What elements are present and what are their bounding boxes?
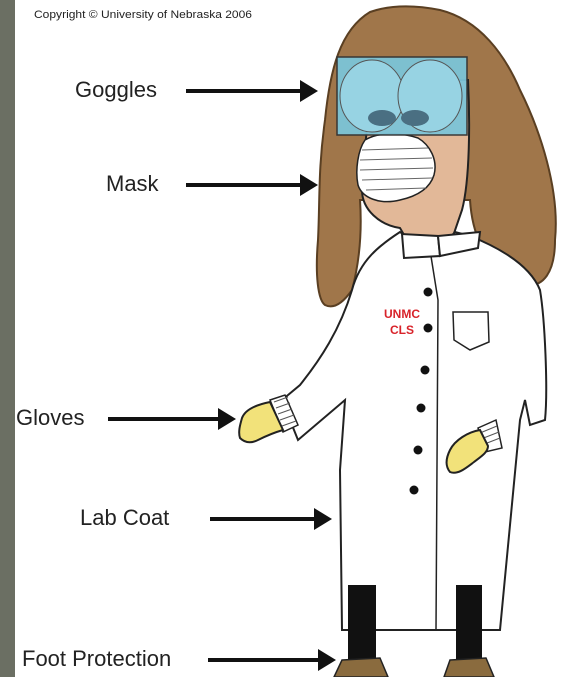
copyright-text: Copyright © University of Nebraska 2006 [34,9,252,21]
coat-button [421,366,430,375]
right-leg [456,585,482,663]
label-mask: Mask [106,171,160,196]
label-goggles: Goggles [75,77,157,102]
eye-right [401,110,429,126]
coat-button [424,288,433,297]
eye-left [368,110,396,126]
label-foot-protection: Foot Protection [22,646,171,671]
coat-collar [402,234,440,258]
badge-line1: UNMC [384,307,420,321]
left-shoe [334,658,388,677]
label-lab-coat: Lab Coat [80,505,169,530]
coat-button [414,446,423,455]
left-leg [348,585,376,663]
right-shoe [444,658,494,677]
coat-button [417,404,426,413]
coat-button [424,324,433,333]
goggles [337,57,467,135]
label-gloves: Gloves [16,405,84,430]
coat-button [410,486,419,495]
badge-line2: CLS [390,323,414,337]
